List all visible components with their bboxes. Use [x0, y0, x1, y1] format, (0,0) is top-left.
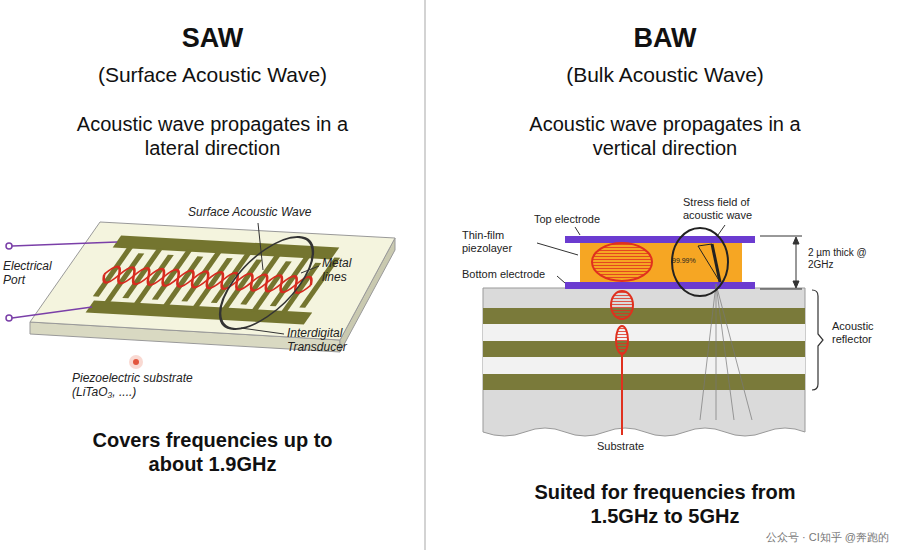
reflector-layer [483, 341, 805, 357]
reflector-layer [483, 308, 805, 324]
idt-finger [103, 253, 144, 303]
surface-wave [99, 266, 317, 293]
fan-line [700, 284, 716, 420]
surface-wave [99, 266, 317, 293]
cursor-dot [133, 359, 139, 365]
stress-lobe [616, 326, 628, 354]
port-wire [12, 307, 92, 318]
watermark: 公众号 · CI知乎 @奔跑的 [766, 531, 889, 544]
stress-tail [621, 354, 623, 435]
top-electrode [565, 236, 755, 243]
idt-finger [251, 261, 292, 311]
reflector-layer [483, 324, 805, 341]
arrowhead [793, 281, 799, 288]
idt-finger [280, 263, 321, 313]
part-label: Top electrode [534, 213, 600, 226]
port-terminal [6, 243, 12, 249]
stress-lobe [592, 243, 652, 281]
thickness-dimension [760, 236, 802, 289]
idt-finger [133, 255, 174, 305]
panel-description: Acoustic wave propagates in a vertical d… [500, 112, 830, 160]
idt-finger [192, 258, 233, 308]
saw-panel: SAW (Surface Acoustic Wave) Acoustic wave … [0, 0, 425, 550]
part-label: Acoustic reflector [832, 320, 898, 345]
reflector-layer [483, 357, 805, 374]
dimension-tick [760, 289, 802, 290]
port-label: Electrical Port [3, 260, 67, 288]
wave-label: Surface Acoustic Wave [188, 206, 311, 220]
stress-fan [700, 284, 752, 420]
fan-line [716, 284, 717, 420]
panel-footer: Suited for frequencies from 1.5GHz to 5G… [530, 480, 800, 528]
part-label: Thin-film piezolayer [462, 229, 536, 254]
dimension-line [796, 240, 797, 285]
leader-line [301, 266, 319, 273]
panel-description: Acoustic wave propagates in a lateral di… [58, 112, 368, 160]
part-label: Metal lines [322, 257, 364, 285]
leader-line [557, 276, 565, 283]
interdigital-transducer [62, 228, 362, 333]
part-label: Bottom electrode [462, 268, 545, 281]
panel-title: BAW [565, 22, 765, 54]
fan-line [716, 284, 752, 420]
idt-finger [162, 256, 203, 306]
piezo-layer [580, 242, 742, 282]
panel-subtitle: (Surface Acoustic Wave) [53, 62, 373, 87]
panel-divider [424, 0, 426, 550]
fan-line [716, 284, 734, 420]
panel-footer: Covers frequencies up to about 1.9GHz [88, 428, 338, 476]
bottom-electrode [565, 282, 755, 289]
cursor-dot [129, 355, 143, 369]
leader-line [241, 328, 284, 334]
stress-lobe [611, 291, 633, 319]
dimension-tick [760, 236, 802, 237]
substrate [483, 288, 805, 436]
reflector-bracket [812, 290, 823, 390]
value-label: 99.99% [672, 257, 696, 265]
material-label: Piezoelectric substrate (LiTaO₃, ....) [72, 372, 222, 400]
part-label: Substrate [597, 440, 644, 453]
part-label: Interdigital Transducer [287, 327, 371, 355]
leader-line [575, 227, 580, 235]
leader-line [258, 223, 263, 270]
substrate-top [30, 222, 395, 340]
idt-finger [221, 260, 262, 310]
stress-profile [698, 244, 720, 282]
reflector-layer [483, 374, 805, 390]
dimension-label: 2 µm thick @ 2GHz [808, 247, 874, 270]
panel-subtitle: (Bulk Acoustic Wave) [505, 62, 825, 87]
highlight-ellipse [672, 228, 728, 296]
stress-profile [712, 244, 720, 282]
leader-line [718, 225, 725, 235]
panel-title: SAW [113, 22, 313, 54]
leader-line [537, 243, 578, 255]
part-label: Stress field of acoustic wave [683, 196, 787, 221]
port-terminal [6, 315, 12, 321]
port-wire [12, 242, 117, 246]
arrowhead [793, 237, 799, 244]
highlight-ellipse [201, 235, 332, 331]
